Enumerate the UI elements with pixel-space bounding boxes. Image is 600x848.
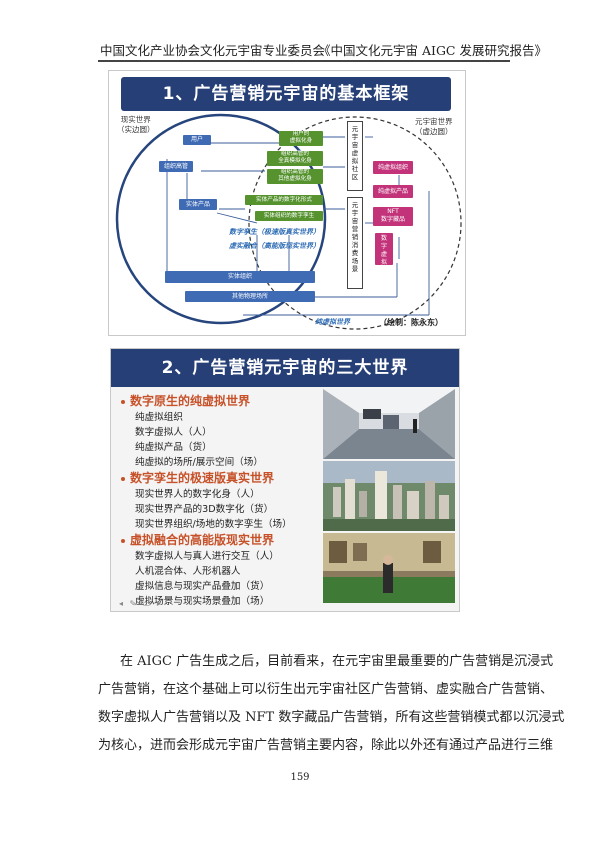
virtual-space-photo (323, 389, 455, 459)
section-heading: 虚拟融合的高能版现实世界 (121, 532, 331, 549)
framework-diagram: 现实世界 （实边圆） 元宇宙世界 （虚边圆） 用户 组织高管 实体产品 用户的 … (109, 111, 465, 335)
list-item: 现实世界产品的3D数字化（货） (135, 504, 274, 515)
org-twin-box: 实体组织的数字孪生 (255, 211, 323, 221)
org-exec-box: 组织高管 (159, 161, 193, 172)
list-item: 纯虚拟组织 (135, 412, 183, 423)
nft-box: NFT 数字藏品 (373, 207, 413, 226)
bullet-dot (121, 538, 125, 543)
body-line: 在 AIGC 广告生成之后，目前看来，在元宇宙里最重要的广告营销是沉浸式 (120, 654, 554, 669)
page-number: 159 (290, 772, 310, 783)
mr-label: 虚实融合（高能版现实世界） (229, 242, 320, 250)
pure-virtual-product-box: 纯虚拟产品 (373, 185, 413, 198)
example-photos (323, 389, 455, 603)
community-vertical-box: 元宇宙虚拟社区 (347, 121, 363, 191)
worlds-outline: 数字原生的纯虚拟世界 纯虚拟组织 数字虚拟人（人） 纯虚拟产品（货） 纯虚拟的场… (121, 393, 331, 609)
scene-vertical-label: 元宇宙营销消费场景 (351, 201, 359, 273)
figure-framework: 1、广告营销元宇宙的基本框架 (108, 70, 466, 336)
real-world-circle (115, 113, 327, 325)
real-world-caption: 现实世界 （实边圆） (117, 115, 155, 134)
community-vertical-label: 元宇宙虚拟社区 (351, 125, 359, 181)
digital-human-label: 数字虚拟人 (380, 235, 387, 274)
other-venues-box: 其他物理场所 (185, 291, 315, 302)
city-twin-photo (323, 461, 455, 531)
body-line: 数字虚拟人广告营销以及 NFT 数字藏品广告营销，所有这些营销模式都以沉浸式 (98, 710, 565, 725)
scene-vertical-box: 元宇宙营销消费场景 (347, 197, 363, 289)
list-item: 数字虚拟人与真人进行交互（人） (135, 551, 279, 562)
header-left: 中国文化产业协会文化元宇宙专业委员会 (100, 43, 326, 58)
list-item: 现实世界人的数字化身（人） (135, 489, 260, 500)
diagram-shapes (115, 113, 462, 330)
user-avatar-box: 用户的 虚拟化身 (279, 131, 323, 146)
body-paragraph: 在 AIGC 广告生成之后，目前看来，在元宇宙里最重要的广告营销是沉浸式 广告营… (98, 648, 565, 760)
header-rule (98, 60, 510, 62)
body-line: 广告营销，在这个基础上可以衍生出元宇宙社区广告营销、虚实融合广告营销、 (98, 682, 554, 697)
list-item: 纯虚拟产品（货） (135, 442, 212, 453)
list-item: 人机混合体、人形机器人 (135, 566, 241, 577)
header-right: 《中国文化元宇宙 AIGC 发展研究报告》 (318, 43, 547, 58)
figure1-title: 1、广告营销元宇宙的基本框架 (121, 77, 451, 111)
list-item: 现实世界组织/场地的数字孪生（场） (135, 519, 292, 530)
meta-world-circle (248, 116, 462, 330)
section-heading: 数字孪生的极速版真实世界 (121, 470, 331, 487)
figure-three-worlds: 2、广告营销元宇宙的三大世界 数字原生的纯虚拟世界 纯虚拟组织 数字虚拟人（人）… (110, 348, 460, 612)
bullet-dot (121, 399, 125, 404)
figure2-title: 2、广告营销元宇宙的三大世界 (111, 349, 459, 387)
arrow-line (216, 212, 258, 224)
body-line: 为核心，进而会形成元宇宙广告营销主要内容，除此以外还有通过产品进行三维 (98, 738, 554, 753)
user-box: 用户 (183, 135, 211, 145)
product-digital-box: 实体产品的数字化形式 (245, 195, 323, 205)
list-item: 纯虚拟的场所/展示空间（场） (135, 457, 263, 468)
list-item: 虚拟信息与现实产品叠加（货） (135, 581, 270, 592)
slide-nav: ◂ ✎ ▭ ▸ (119, 599, 163, 608)
section-heading: 数字原生的纯虚拟世界 (121, 393, 331, 410)
meta-world-caption: 元宇宙世界 （虚边圆） (415, 117, 453, 136)
list-item: 数字虚拟人（人） (135, 427, 212, 438)
bullet-dot (121, 476, 125, 481)
mixed-reality-photo (323, 533, 455, 603)
physical-product-box: 实体产品 (179, 199, 217, 210)
pure-virtual-org-box: 纯虚拟组织 (373, 161, 413, 174)
physical-org-box: 实体组织 (165, 271, 315, 283)
figure-credit: （绘制：陈永东） (379, 318, 443, 327)
list-item: 虚拟场景与现实场景叠加（场） (135, 596, 270, 607)
digital-human-box: 数字虚拟人 (375, 233, 393, 274)
exec-full-model-box: 组织高管的 全真模拟化身 (267, 151, 323, 166)
digital-twin-label: 数字孪生（极速版真实世界） (229, 228, 320, 236)
exec-other-twin-box: 组织高管的 其他虚拟化身 (267, 169, 323, 184)
pure-virtual-world-label: 纯虚拟世界 (315, 318, 350, 326)
